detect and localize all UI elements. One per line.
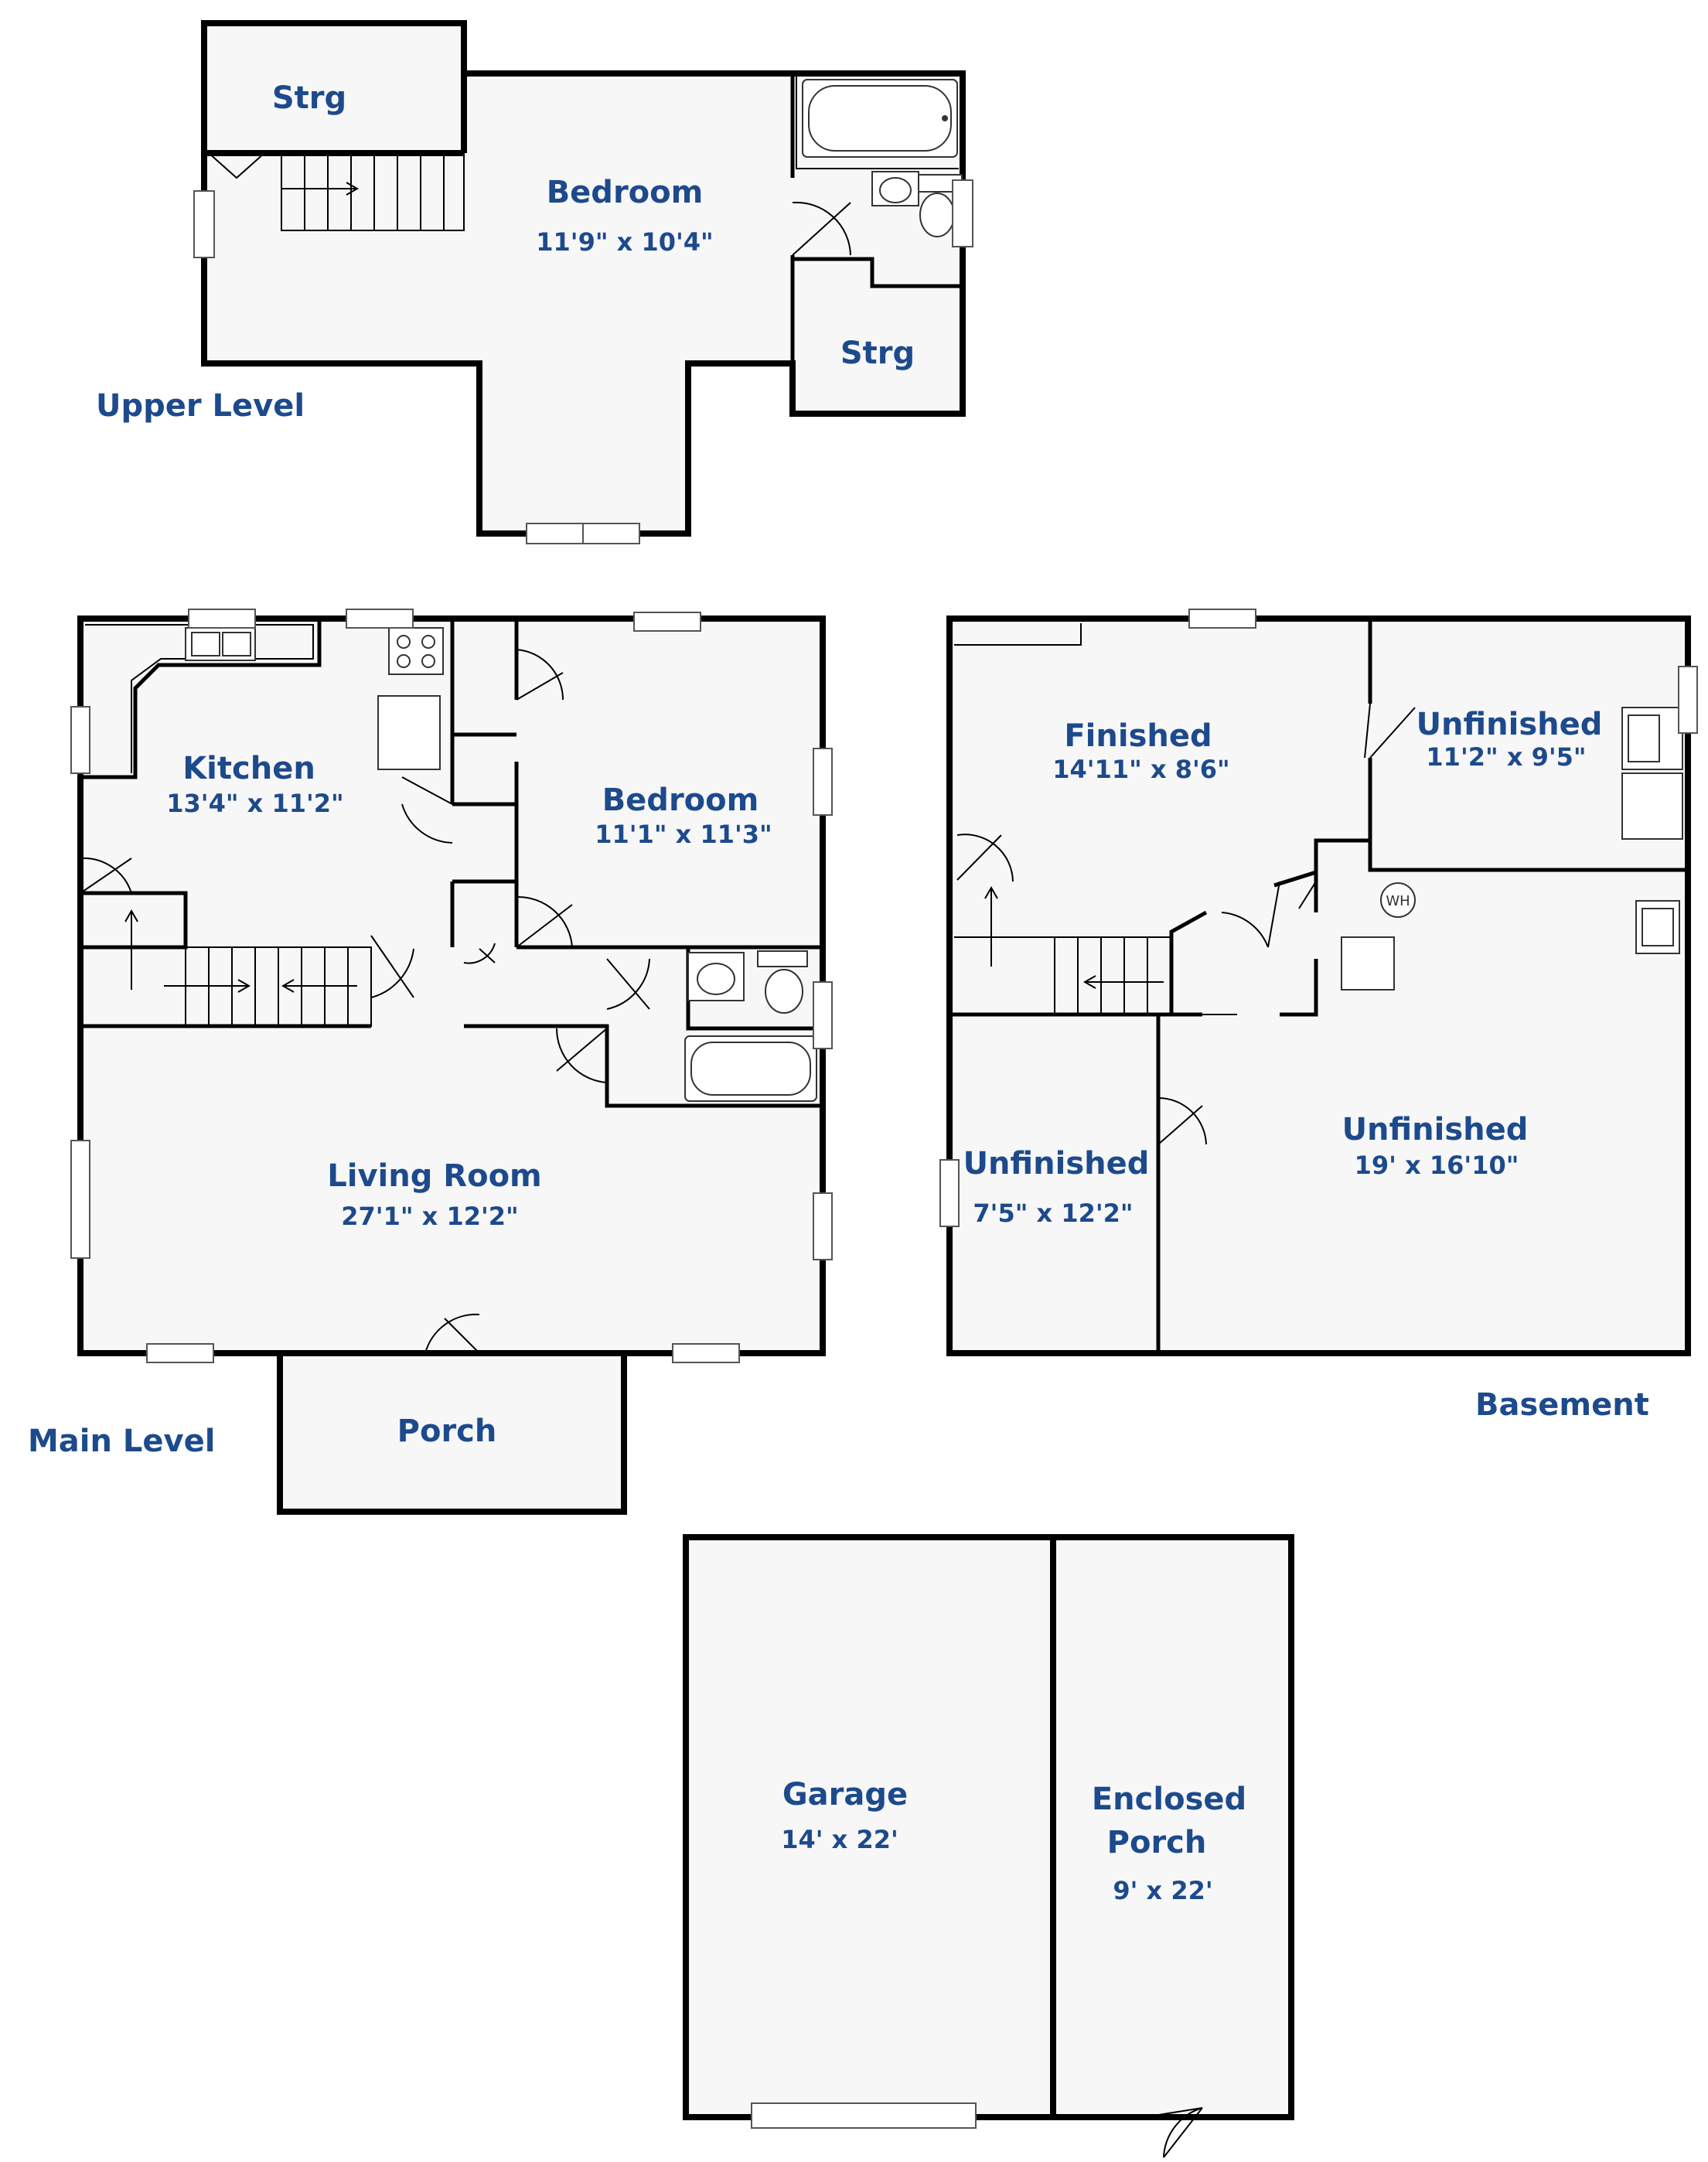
fridge-icon — [377, 695, 441, 770]
upper-outline-walls — [201, 70, 966, 537]
porch-walls — [277, 1353, 627, 1515]
upper-bedroom-title: Bedroom — [547, 175, 704, 210]
main-level-label: Main Level — [28, 1424, 215, 1459]
front-door-icon — [424, 1313, 480, 1354]
upper-bath-door-icon — [792, 201, 851, 256]
living-room-dims: 27'1" x 12'2" — [341, 1202, 518, 1231]
garage-outline-walls — [683, 1534, 1294, 2120]
main-level: Kitchen 13'4" x 11'2" Bedroom 11'1" x 11… — [28, 609, 833, 1515]
main-window-icon — [188, 609, 256, 629]
unfinished-ne-title: Unfinished — [1417, 707, 1603, 742]
upper-level: Strg Bedroom 11'9" x 10'4" Strg Upper Le… — [96, 20, 973, 544]
main-bedroom-dims: 11'1" x 11'3" — [595, 820, 772, 849]
basement-level: WH Finished 14'11" x 8'6" Unfinished 11'… — [939, 609, 1698, 1423]
unfinished-ne-dims: 11'2" x 9'5" — [1426, 742, 1586, 772]
window-icon — [193, 190, 215, 258]
enclosed-porch-title-1: Enclosed — [1092, 1782, 1246, 1817]
porch-door-icon — [1144, 2107, 1203, 2158]
unfinished-main-title: Unfinished — [1342, 1112, 1529, 1147]
basement-stairs — [954, 885, 1171, 1015]
garage-door-icon — [751, 2102, 977, 2129]
unfinished-sw-dims: 7'5" x 12'2" — [973, 1199, 1133, 1228]
stove-icon — [388, 627, 444, 675]
main-bedroom-title: Bedroom — [602, 783, 759, 818]
enclosed-porch-title-2: Porch — [1107, 1825, 1207, 1860]
living-room-title: Living Room — [327, 1158, 541, 1194]
water-heater-label: WH — [1386, 893, 1410, 909]
upper-bedroom-dims: 11'9" x 10'4" — [536, 227, 713, 257]
main-toilet-icon — [765, 969, 803, 1014]
furnace-icon — [1341, 936, 1395, 991]
kitchen-dims: 13'4" x 11'2" — [166, 789, 343, 818]
toilet-icon — [919, 193, 955, 237]
unfinished-sw-title: Unfinished — [963, 1146, 1150, 1182]
porch-title: Porch — [397, 1413, 497, 1449]
main-stairs — [124, 909, 372, 1027]
upper-strg-b-title: Strg — [840, 336, 915, 371]
basement-window-icon — [1188, 609, 1256, 629]
finished-title: Finished — [1064, 718, 1212, 754]
basement-outline-walls — [946, 616, 1691, 1356]
finished-dims: 14'11" x 8'6" — [1052, 755, 1229, 784]
upper-level-label: Upper Level — [96, 388, 305, 424]
garage-title: Garage — [782, 1777, 908, 1812]
water-heater-icon — [1380, 882, 1416, 918]
enclosed-porch-dims: 9' x 22' — [1113, 1876, 1212, 1905]
kitchen-title: Kitchen — [182, 751, 315, 786]
unfinished-main-dims: 19' x 16'10" — [1355, 1151, 1519, 1180]
upper-strg-a-title: Strg — [272, 80, 346, 116]
garage-dims: 14' x 22' — [781, 1825, 898, 1854]
basement-label: Basement — [1475, 1387, 1649, 1423]
garage-level: Garage 14' x 22' Enclosed Porch 9' x 22' — [683, 1534, 1294, 2158]
upper-stairs — [281, 152, 465, 231]
dryer-icon — [1621, 772, 1683, 840]
